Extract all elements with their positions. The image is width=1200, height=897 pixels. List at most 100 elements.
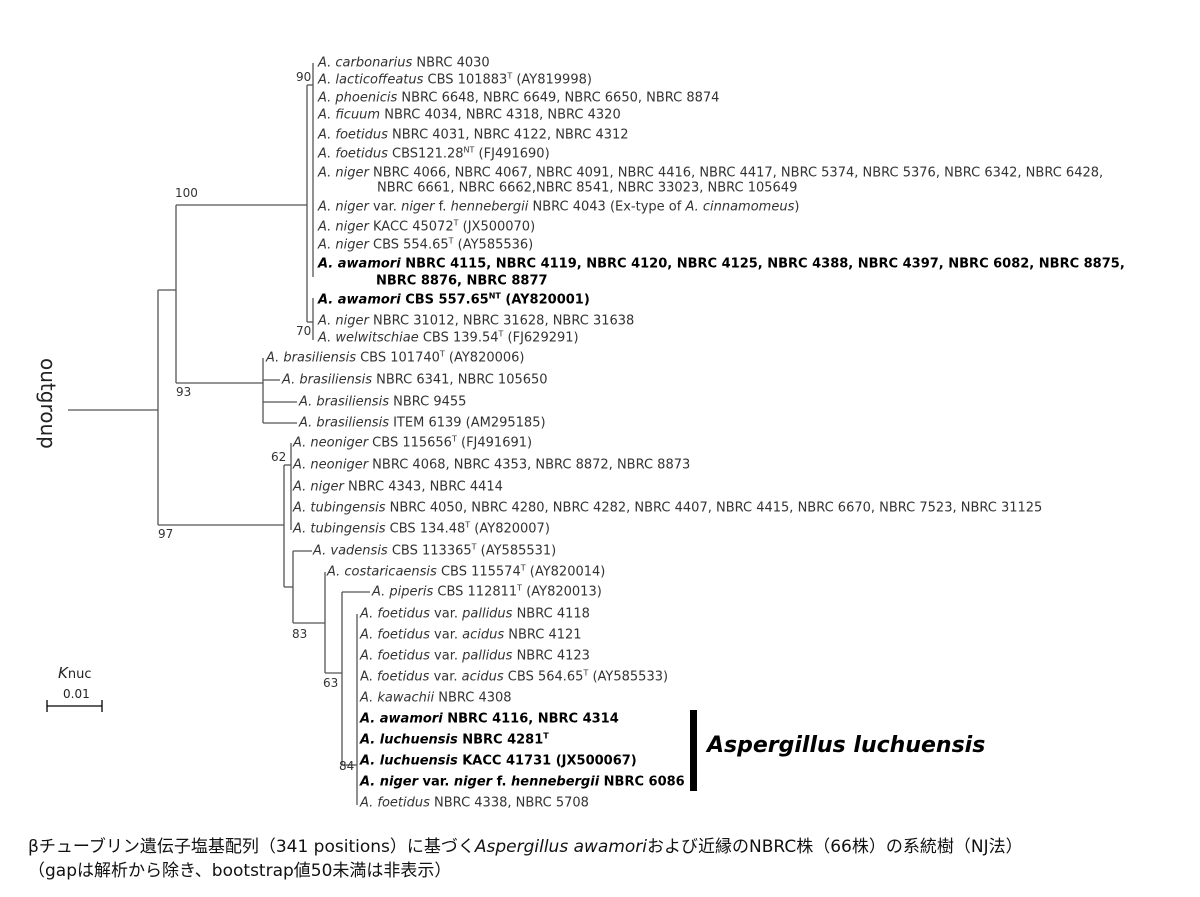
strain-text: ITEM 6139 (AM295185)	[388, 415, 546, 431]
strain-text: NBRC 4066, NBRC 4067, NBRC 4091, NBRC 44…	[368, 165, 1104, 181]
strain-text: CBS 115574	[436, 564, 521, 580]
taxon-label: A. niger NBRC 4343, NBRC 4414	[293, 480, 503, 495]
strain-text: (AY585536)	[453, 237, 534, 253]
taxon-label: A. tubingensis NBRC 4050, NBRC 4280, NBR…	[293, 501, 1042, 516]
clade-label: Aspergillus luchuensis	[707, 733, 986, 758]
taxon-label: A. foetidus NBRC 4338, NBRC 5708	[360, 796, 589, 811]
taxon-name: A. kawachii	[360, 690, 435, 706]
strain-text: NBRC 4050, NBRC 4280, NBRC 4282, NBRC 44…	[385, 500, 1043, 516]
strain-text: var.	[429, 606, 463, 622]
taxon-name: A. niger	[318, 313, 369, 329]
scale-unit: Knuc	[58, 664, 91, 682]
bootstrap-value: 62	[271, 450, 287, 464]
type-marker: T	[583, 668, 589, 678]
strain-text: var.	[418, 774, 454, 790]
caption-line-2: （gapは解析から除き、bootstrap値50未満は非表示）	[28, 861, 452, 881]
taxon-name: A. tubingensis	[293, 521, 386, 537]
taxon-label: A. welwitschiae CBS 139.54T (FJ629291)	[318, 329, 579, 346]
taxon-name: A. cinnamomeus	[685, 199, 795, 215]
strain-text: NBRC 4031, NBRC 4122, NBRC 4312	[387, 127, 629, 143]
taxon-name: acidus	[462, 627, 505, 643]
bootstrap-value: 97	[158, 527, 174, 541]
taxon-name: A. foetidus	[318, 146, 388, 162]
bootstrap-value: 83	[292, 627, 308, 641]
strain-text: NBRC 4030	[412, 55, 490, 71]
type-marker: T	[465, 520, 471, 530]
type-marker: T	[448, 236, 454, 246]
strain-text: NBRC 6086	[599, 774, 685, 790]
taxon-label: A. foetidus NBRC 4031, NBRC 4122, NBRC 4…	[318, 128, 629, 143]
type-marker: T	[520, 563, 526, 573]
bootstrap-value: 93	[176, 385, 192, 399]
strain-text: var.	[429, 648, 463, 664]
taxon-label: A. ficuum NBRC 4034, NBRC 4318, NBRC 432…	[318, 108, 621, 123]
taxon-name: A. brasiliensis	[299, 415, 389, 431]
strain-text: NBRC 31012, NBRC 31628, NBRC 31638	[368, 313, 635, 329]
taxon-label: A. foetidus var. acidus NBRC 4121	[360, 628, 582, 643]
strain-text: NBRC 4343, NBRC 4414	[343, 479, 503, 495]
bootstrap-value: 70	[296, 324, 312, 338]
type-marker: T	[507, 71, 513, 81]
strain-text: KACC 41731 (JX500067)	[457, 753, 637, 769]
taxon-name: A. piperis	[372, 584, 434, 600]
strain-text: NBRC 4034, NBRC 4318, NBRC 4320	[380, 107, 621, 123]
caption-text: および近縁のNBRC株（66株）の系統樹（NJ法）	[647, 837, 1023, 857]
strain-text: (AY820014)	[525, 564, 606, 580]
taxon-label: A. niger CBS 554.65T (AY585536)	[318, 236, 534, 253]
taxon-label: A. carbonarius NBRC 4030	[318, 56, 490, 71]
strain-text: CBS 554.65	[368, 237, 449, 253]
taxon-label: A. foetidus var. pallidus NBRC 4118	[360, 607, 590, 622]
strain-text: f.	[434, 199, 451, 215]
type-marker: T	[543, 731, 549, 741]
scale-value: 0.01	[63, 687, 90, 701]
strain-text: (AY820007)	[470, 521, 550, 537]
taxon-label: A. kawachii NBRC 4308	[360, 691, 512, 706]
taxon-name: A. awamori	[360, 711, 443, 727]
strain-text: (FJ491691)	[456, 435, 533, 451]
taxon-label: A. foetidus CBS121.28NT (FJ491690)	[318, 146, 550, 162]
taxon-label: A. niger NBRC 4066, NBRC 4067, NBRC 4091…	[318, 166, 1103, 181]
taxon-name: A. costaricaensis	[327, 564, 437, 580]
strain-text: NBRC 4338, NBRC 5708	[429, 795, 589, 811]
strain-text: (AY819998)	[512, 72, 592, 88]
strain-text: NBRC 9455	[388, 394, 467, 410]
taxon-label: A. neoniger CBS 115656T (FJ491691)	[293, 434, 533, 451]
taxon-label: A. brasiliensis CBS 101740T (AY820006)	[266, 350, 525, 366]
taxon-name: A. carbonarius	[318, 55, 413, 71]
type-marker: T	[453, 218, 459, 228]
taxon-label: A. brasiliensis ITEM 6139 (AM295185)	[299, 416, 546, 431]
taxon-name: A. brasiliensis	[299, 394, 389, 410]
taxon-name: A. phoenicis	[318, 90, 398, 106]
taxon-label: A. niger var. niger f. hennebergii NBRC …	[360, 775, 685, 790]
taxon-label: A. brasiliensis NBRC 9455	[299, 395, 466, 410]
taxon-name: A. lacticoffeatus	[318, 72, 424, 88]
strain-text: var.	[368, 199, 402, 215]
bootstrap-value: 84	[339, 759, 355, 773]
caption-species: Aspergillus awamori	[474, 837, 648, 857]
taxon-label: A. foetidus var. pallidus NBRC 4123	[360, 649, 590, 664]
bootstrap-value: 90	[296, 70, 312, 84]
strain-text: CBS 564.65	[503, 669, 584, 685]
taxon-label: A. costaricaensis CBS 115574T (AY820014)	[327, 563, 606, 580]
taxon-name: A. niger	[360, 774, 419, 790]
taxon-label: A. foetidus var. acidus CBS 564.65T (AY5…	[360, 668, 668, 685]
taxon-name: A. foetidus	[360, 627, 430, 643]
outgroup-label: outgroup	[36, 358, 60, 449]
taxon-name: pallidus	[462, 648, 513, 664]
strain-text: CBS 113365	[387, 543, 472, 559]
caption-text: βチューブリン遺伝子塩基配列（341 positions）に基づく	[28, 837, 475, 857]
taxon-name: A. niger	[318, 219, 369, 235]
strain-text: NBRC 6648, NBRC 6649, NBRC 6650, NBRC 88…	[397, 90, 720, 106]
taxon-name: A. ficuum	[318, 107, 381, 123]
scale-subscript: nuc	[67, 667, 92, 682]
taxon-label: A. vadensis CBS 113365T (AY585531)	[313, 543, 556, 559]
type-marker: T	[498, 329, 504, 339]
taxon-name: hennebergii	[450, 199, 529, 215]
strain-text: CBS 115656	[368, 435, 452, 451]
taxon-name: A. brasiliensis	[266, 350, 356, 366]
taxon-label: A. luchuensis KACC 41731 (JX500067)	[360, 754, 637, 769]
taxon-name: pallidus	[462, 606, 513, 622]
strain-text: (FJ629291)	[503, 330, 579, 346]
type-marker: T	[451, 434, 457, 444]
